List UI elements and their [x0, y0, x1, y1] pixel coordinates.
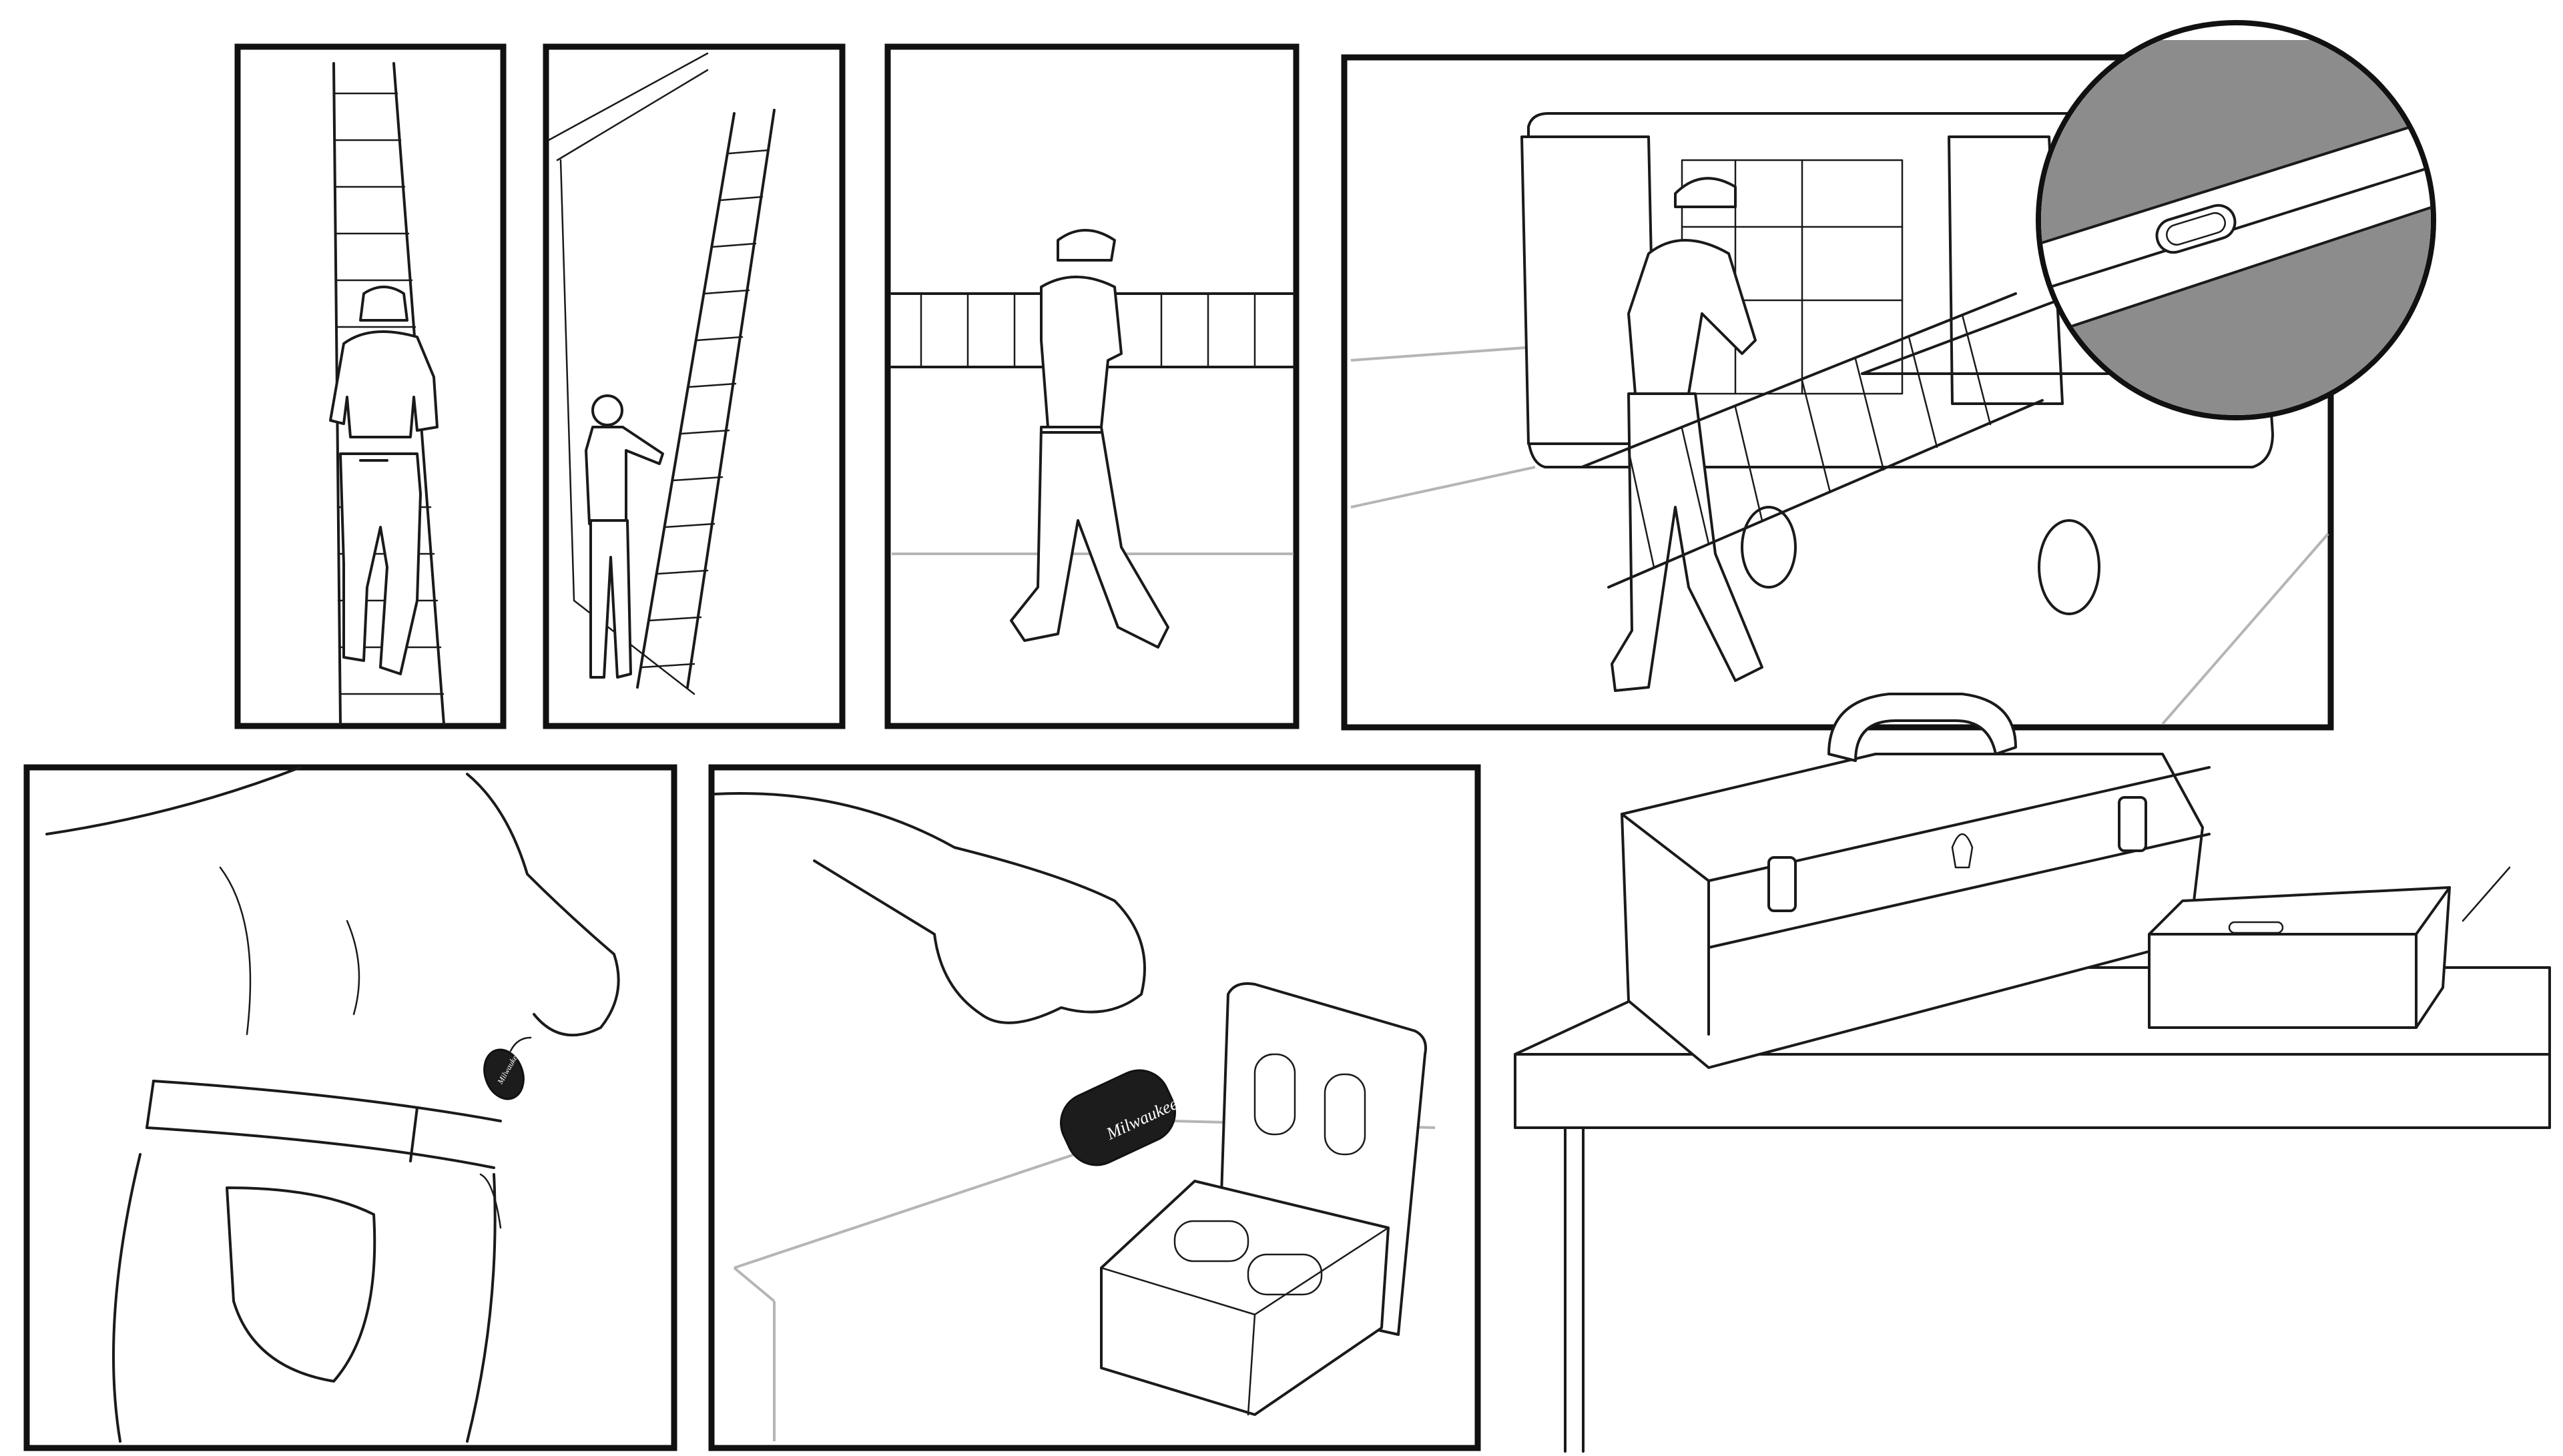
magnifier-callout	[2036, 20, 2436, 420]
ladder-carry-illustration	[890, 229, 1295, 649]
ladder-raise-illustration	[547, 52, 776, 695]
case-tag: Milwaukee	[1060, 1069, 1181, 1166]
van-load-illustration	[1350, 20, 2436, 725]
panel-carrying-ladder	[884, 43, 1300, 729]
panel-tag-into-case: Milwaukee	[708, 764, 1481, 1451]
panel-climbing-ladder	[234, 43, 507, 729]
toolbox-illustration	[1514, 693, 2551, 1453]
panel-toolbox-on-table	[1514, 693, 2551, 1453]
tag-case-illustration: Milwaukee	[713, 792, 1436, 1441]
panel-tag-on-belt-loop: Milwaukee	[23, 764, 677, 1451]
ladder-climb-illustration	[329, 62, 445, 725]
panel-frame	[23, 764, 677, 1451]
panel-raising-ladder	[543, 43, 846, 729]
panel-loading-van	[1341, 20, 2436, 731]
belt-tag-illustration: Milwaukee	[45, 766, 620, 1443]
belt-tag: Milwaukee	[483, 1048, 525, 1100]
